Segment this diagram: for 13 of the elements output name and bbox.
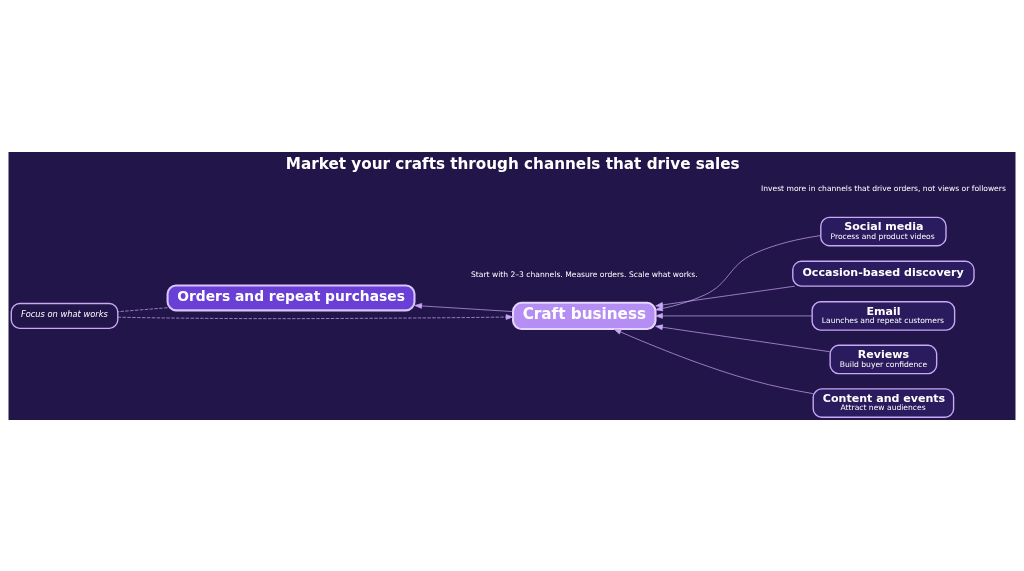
arrow [117, 313, 514, 320]
diagram-title: Market your crafts through channels that drive sales [285, 154, 740, 173]
node-box: Orders and repeat purchases [166, 283, 416, 311]
node-box: Craft business [512, 301, 657, 330]
node-box: Occasion-based discovery [792, 260, 975, 287]
connector [117, 306, 168, 312]
arrow [655, 312, 813, 319]
arrow [414, 302, 514, 312]
node-box: Focus on what works [10, 302, 119, 329]
arrow [655, 324, 831, 352]
arrow [655, 234, 821, 311]
arrow [613, 328, 814, 394]
arrow [655, 285, 796, 308]
